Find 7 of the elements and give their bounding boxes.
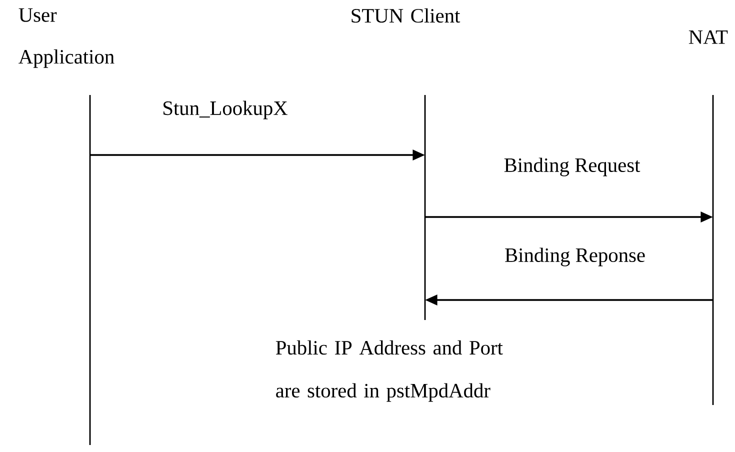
message-label: Binding Request	[502, 156, 642, 178]
message-label: Binding Reponse	[502, 246, 648, 268]
message-label: Stun_LookupX	[160, 99, 290, 121]
participant-label: User Application	[18, 8, 114, 68]
participant-label: NAT	[688, 30, 728, 44]
participant-label: STUN Client	[352, 8, 460, 23]
note-text: Public IP Address and Port are stored in pstMpdAddr	[276, 340, 503, 402]
